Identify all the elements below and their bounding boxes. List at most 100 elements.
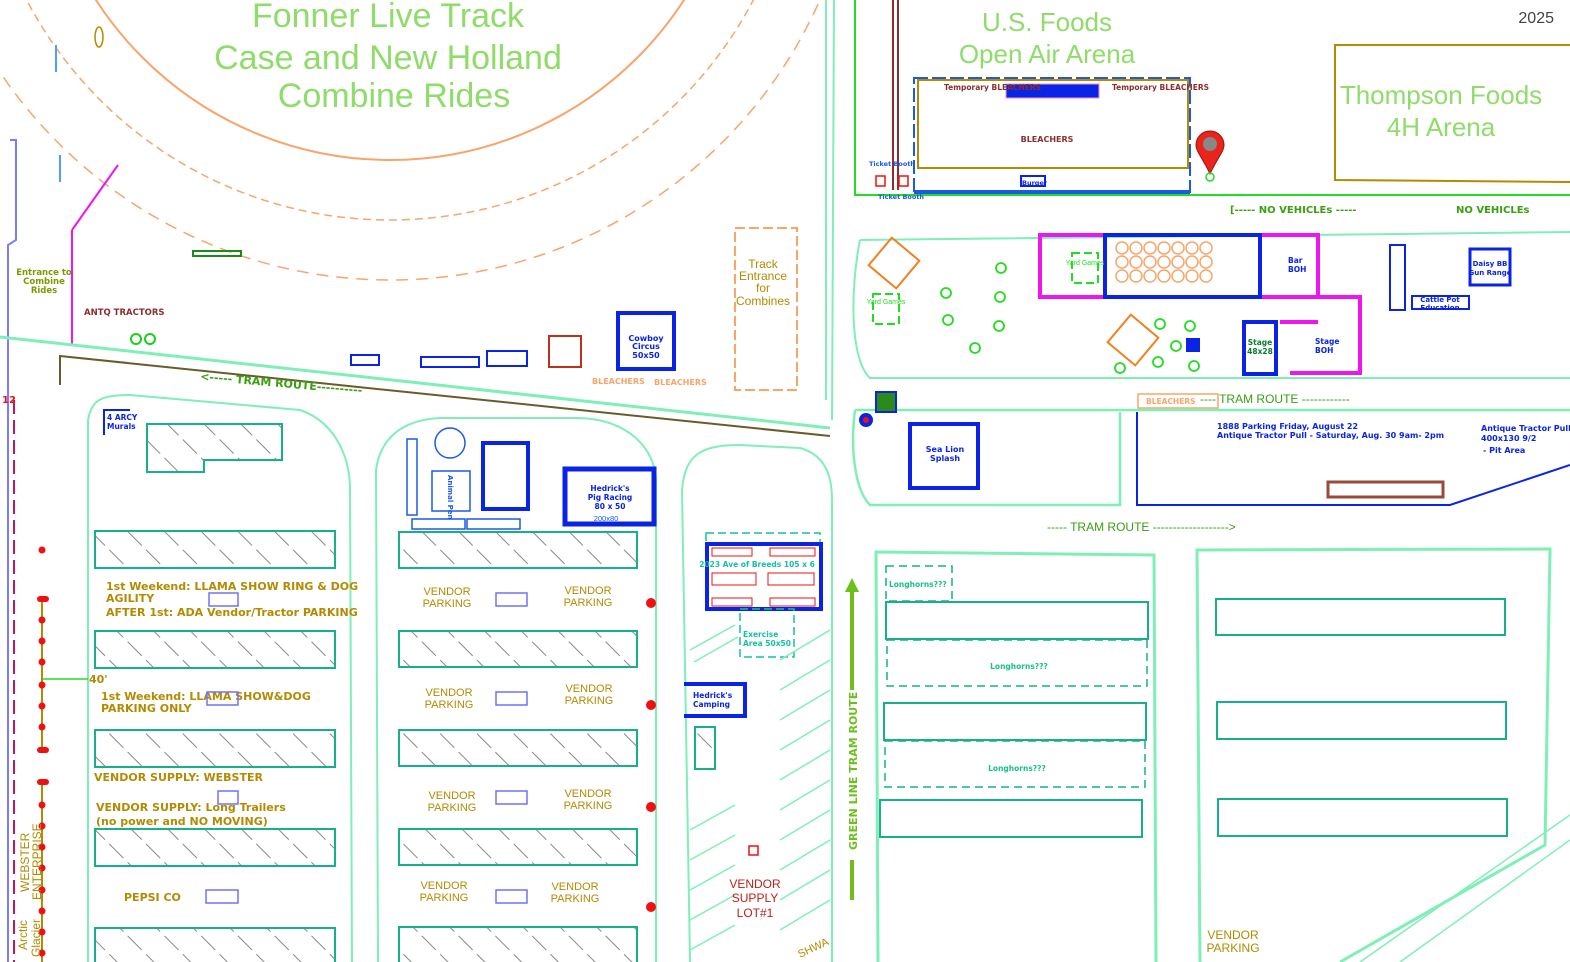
- enterprise-label: ENTERPRISE: [30, 823, 44, 900]
- entrance-label-2: Combine: [23, 277, 65, 287]
- bleachers-label: BLEACHERS: [654, 378, 707, 387]
- longhorns-label: Longhorns???: [988, 764, 1046, 773]
- sea-lion-label-2: Splash: [930, 454, 960, 463]
- location-pin-icon[interactable]: [1195, 130, 1225, 182]
- llama-parking-label-2: PARKING ONLY: [101, 702, 193, 715]
- us-foods-title-2: Open Air Arena: [959, 39, 1136, 69]
- track-entrance-area: [734, 227, 798, 391]
- no-vehicles-label: [----- NO VEHICLEs -----: [1230, 205, 1357, 216]
- vendor-parking-label: PARKING: [564, 800, 613, 812]
- pig-racing-label-4: 200x80: [594, 514, 619, 523]
- vendor-parking-label: VENDOR: [423, 586, 470, 598]
- exercise-area-label: Exercise: [743, 630, 778, 639]
- entrance-label: Entrance to: [16, 268, 72, 278]
- vendor-parking-label: VENDOR: [564, 585, 611, 597]
- temp-bleachers-label: Temporary BLEACHERS: [944, 83, 1041, 92]
- pig-racing: [562, 466, 657, 527]
- track-title: Fonner Live Track: [252, 0, 525, 35]
- antique-pull-label: Antique Tractor Pull: [1481, 424, 1570, 433]
- pig-racing-label-2: Pig Racing: [588, 493, 633, 502]
- antique-pull-label-2: 400x130 9/2: [1481, 434, 1536, 443]
- stage-label-2: 48x28: [1247, 347, 1273, 356]
- vendor-parking-label: PARKING: [428, 802, 477, 814]
- magenta-fence: [71, 164, 119, 345]
- us-foods-title: U.S. Foods: [982, 7, 1112, 37]
- webster-supply-label: VENDOR SUPPLY: WEBSTER: [94, 771, 263, 784]
- parking-rows: [879, 598, 1508, 838]
- cowboy-circus-label: Cowboy: [628, 334, 664, 343]
- thompson-title-2: 4H Arena: [1387, 112, 1496, 142]
- antique-pull-label-3: - Pit Area: [1483, 446, 1525, 455]
- green-line-tram-route: [845, 578, 859, 900]
- vendor-supply-lot-label: VENDOR: [729, 877, 781, 891]
- vendor-parking-label: PARKING: [425, 699, 474, 711]
- sign: [192, 250, 242, 257]
- arcy-murals-label-2: Murals: [107, 422, 136, 431]
- vendor-parking-label: VENDOR: [564, 788, 611, 800]
- ticket-booth-label: Ticket Booth: [869, 160, 915, 168]
- exercise-area-label-2: Area 50x50: [743, 639, 791, 648]
- track-entrance-label-3: for: [756, 281, 770, 295]
- tram-route-label-3: ----- TRAM ROUTE ------------------->: [1047, 520, 1236, 534]
- ave-of-breeds-label: 2023 Ave of Breeds 105 x 6: [699, 560, 815, 569]
- cowboy-circus-label-3: 50x50: [632, 351, 660, 360]
- stage-label: Stage: [1248, 338, 1273, 347]
- vendor-parking-label-2: PARKING: [1206, 941, 1259, 955]
- vendor-rows-west: [94, 530, 336, 962]
- vendor-parking-label: PARKING: [565, 695, 614, 707]
- stage: [1242, 320, 1278, 376]
- vendor-rows: [398, 531, 638, 962]
- shwa-label: SHWA: [796, 936, 831, 961]
- stage-boh-label: Stage: [1315, 337, 1340, 346]
- llama-show-label-2: AGILITY: [106, 592, 155, 605]
- daisy-bb-label-2: Gun Range: [1468, 269, 1511, 277]
- vendor-supply-lot-label-2: SUPPLY: [732, 891, 778, 905]
- us-foods-arena: [917, 79, 1189, 169]
- cowboy-circus: [616, 311, 676, 371]
- webster-label: WEBSTER: [18, 832, 32, 892]
- hedricks-camping: [684, 682, 747, 718]
- tractor-pull-label: Antique Tractor Pull - Saturday, Aug. 30…: [1217, 431, 1444, 440]
- pig-racing-label: Hedrick's: [590, 484, 630, 493]
- bleachers-label: BLEACHERS: [592, 377, 645, 386]
- power-line: [37, 546, 49, 962]
- vendor-parking-label: VENDOR: [551, 881, 598, 893]
- pepsi-label: PEPSI CO: [124, 891, 181, 904]
- stage-boh-label-2: BOH: [1315, 346, 1333, 355]
- yard-games-label: Yard Games: [1066, 260, 1105, 267]
- vendor-parking-label: VENDOR: [420, 880, 467, 892]
- bleachers-label: BLEACHERS: [1146, 397, 1196, 406]
- combine-rides-label: Case and New Holland: [214, 39, 562, 77]
- vendor-parking-lot-east: [1195, 547, 1552, 962]
- glacier-label: Glacier: [29, 919, 43, 957]
- track-entrance-label: Track: [748, 257, 779, 271]
- tables-tent: [1103, 233, 1262, 299]
- sea-lion-splash: [908, 422, 980, 490]
- entrance-label-3: Rides: [31, 286, 57, 296]
- arena-boundary: [854, 0, 1570, 196]
- animal-pen-label: Animal Pen: [446, 475, 454, 520]
- longhorn-lot: [874, 550, 1158, 962]
- hedricks-camping-label-2: Camping: [693, 700, 730, 709]
- boundary-line: [7, 139, 17, 962]
- llama-parking-label: 1st Weekend: LLAMA SHOW&DOG: [101, 690, 311, 703]
- bar-boh-label: Bar: [1288, 256, 1303, 265]
- vendor-parking-label: VENDOR: [428, 790, 475, 802]
- parking-1888-label: 1888 Parking Friday, August 22: [1217, 422, 1358, 431]
- no-vehicles-label-2: NO VEHICLEs: [1456, 205, 1530, 216]
- ticket-booth-label: Ticket Booth: [878, 193, 924, 201]
- sea-lion-label: Sea Lion: [926, 445, 965, 454]
- burger-label: Burger: [1022, 179, 1048, 187]
- vendor-parking-label: PARKING: [551, 893, 600, 905]
- vendor-parking-label: VENDOR: [425, 687, 472, 699]
- track-entrance-label-2: Entrance: [739, 269, 787, 283]
- arctic-label: Arctic: [16, 920, 30, 950]
- cowboy-circus-label-2: Circus: [632, 342, 660, 351]
- vendor-parking-label: VENDOR: [565, 683, 612, 695]
- thompson-arena: [1334, 44, 1570, 183]
- event-area: [852, 231, 1570, 379]
- year-label: 2025: [1518, 10, 1554, 27]
- longhorns-label: Longhorns???: [889, 580, 947, 589]
- red-booth: [548, 335, 582, 368]
